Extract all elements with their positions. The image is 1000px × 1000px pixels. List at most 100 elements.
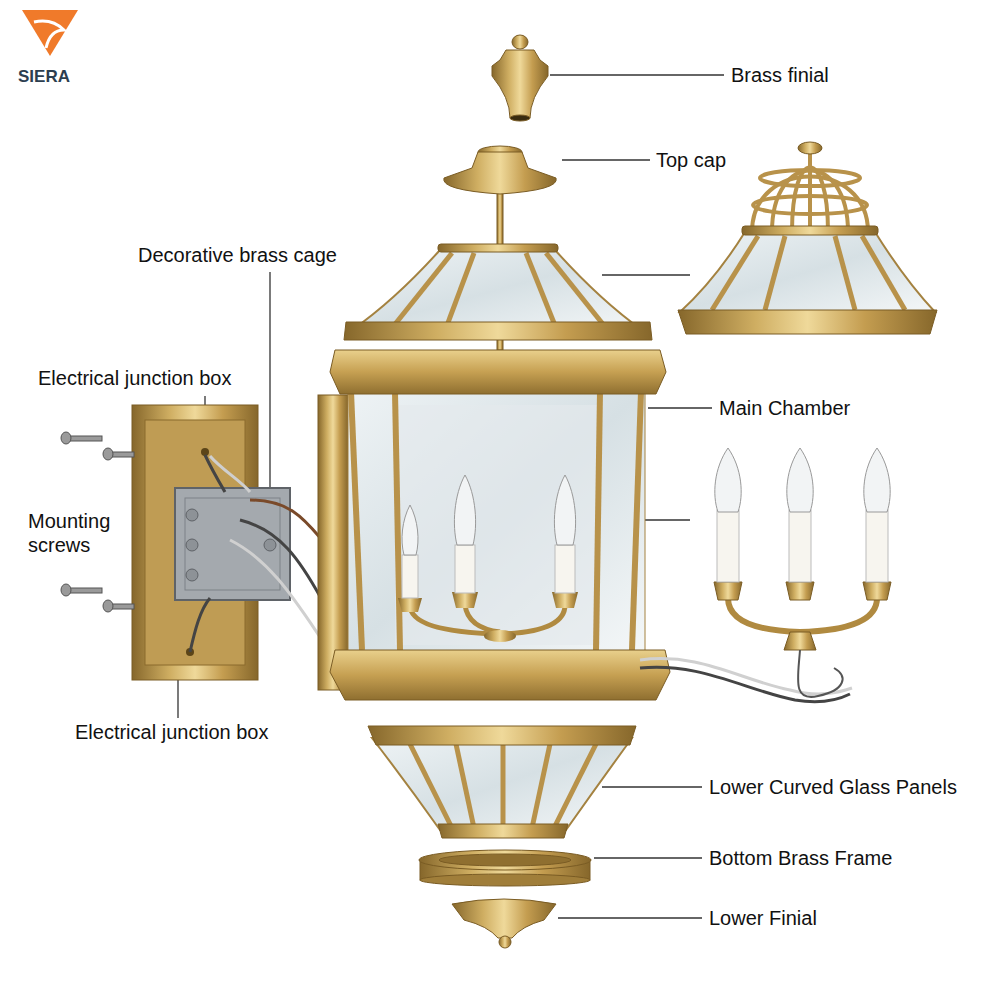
candelabra <box>640 659 852 694</box>
wires <box>240 520 322 600</box>
junction-box <box>186 539 198 551</box>
detached-dome <box>680 232 935 312</box>
inner-candles <box>554 475 575 545</box>
upper-glass-dome <box>392 253 606 328</box>
junction-box <box>175 488 290 600</box>
mounting-screw <box>61 584 71 596</box>
detached-dome <box>798 142 822 154</box>
inner-candles <box>555 545 575 593</box>
inner-candles <box>398 475 578 642</box>
inner-candles <box>452 592 478 608</box>
main-chamber <box>596 392 600 650</box>
mounting-screw <box>70 436 102 441</box>
upper-glass-dome <box>446 253 474 328</box>
detached-dome <box>760 170 860 186</box>
upper-glass-dome <box>344 322 652 340</box>
part-label: Mounting screws <box>28 509 140 557</box>
lower-glass-panels <box>410 744 596 828</box>
inner-candles <box>402 505 418 555</box>
bottom-brass-frame <box>420 874 590 886</box>
brass-finial <box>492 35 548 121</box>
inner-candles <box>455 545 475 593</box>
part-label: Bottom Brass Frame <box>709 847 892 870</box>
detached-dome <box>808 148 812 232</box>
main-chamber <box>348 390 645 652</box>
wires <box>230 540 322 640</box>
main-chamber <box>351 392 641 650</box>
upper-glass-dome <box>344 244 652 340</box>
candelabra <box>866 510 888 582</box>
inner-candles <box>465 605 500 632</box>
candelabra <box>715 448 741 512</box>
leader-lines <box>558 917 702 918</box>
candelabra <box>784 632 816 650</box>
wires <box>210 456 250 492</box>
detached-dome <box>712 236 758 310</box>
inner-candles <box>454 475 475 545</box>
mounting-screw <box>112 604 134 609</box>
part-label: Lower Curved Glass Panels <box>709 776 957 799</box>
detached-dome <box>835 236 855 310</box>
brass-finial <box>492 50 548 118</box>
mounting-screw <box>112 452 134 457</box>
leader-lines <box>269 272 270 498</box>
leader-lines <box>594 857 702 858</box>
wall-plate <box>201 448 209 456</box>
back-plate <box>318 395 348 690</box>
lower-finial <box>452 899 556 938</box>
upper-glass-dome <box>526 253 556 328</box>
junction-box <box>264 539 276 551</box>
lower-glass-panels <box>368 726 636 745</box>
lower-glass-panels <box>532 744 550 828</box>
leader-lines <box>602 786 702 787</box>
lower-glass-panels <box>456 744 474 828</box>
lower-glass-panels <box>554 744 596 828</box>
junction-box <box>175 488 290 600</box>
bottom-brass-frame <box>439 854 571 866</box>
part-label: Electrical junction box <box>38 367 231 390</box>
candelabra <box>864 448 890 512</box>
part-label: Top cap <box>656 149 726 172</box>
lower-glass-panels <box>372 738 632 830</box>
lower-glass-panels <box>438 824 568 838</box>
upper-glass-dome <box>438 244 558 252</box>
lower-finial <box>499 936 511 948</box>
mounting-screw <box>61 432 71 444</box>
main-chamber <box>395 392 400 650</box>
lower-finial <box>452 899 556 948</box>
leader-lines <box>648 407 712 408</box>
junction-box <box>186 509 198 521</box>
candelabra <box>786 582 814 600</box>
leader-lines <box>562 159 650 160</box>
detached-dome <box>678 310 937 334</box>
upper-glass-dome <box>392 253 452 328</box>
detached-dome <box>742 226 878 235</box>
logo-icon <box>22 10 78 56</box>
logo-icon <box>34 21 64 48</box>
bottom-brass-frame <box>419 850 591 886</box>
part-label: Lower Finial <box>709 907 817 930</box>
logo-icon <box>22 10 78 56</box>
upper-glass-dome <box>546 253 606 328</box>
detached-dome <box>862 236 905 310</box>
mounting-screw <box>103 600 113 612</box>
main-chamber <box>632 392 641 650</box>
candelabra <box>787 448 813 512</box>
top-cap <box>444 152 557 194</box>
inner-candles <box>398 598 422 612</box>
detached-dome <box>752 148 868 232</box>
detached-dome <box>753 196 867 214</box>
upper-glass-dome <box>352 250 642 330</box>
mounting-screw <box>70 588 102 593</box>
brass-finial <box>512 35 528 49</box>
lower-glass-panels <box>501 744 506 828</box>
back-plate <box>318 395 348 690</box>
part-label: Main Chamber <box>719 397 850 420</box>
inner-candles <box>402 555 418 598</box>
wires <box>190 598 210 652</box>
leader-lines <box>602 274 690 275</box>
junction-box <box>186 569 198 581</box>
detached-dome <box>678 142 937 334</box>
